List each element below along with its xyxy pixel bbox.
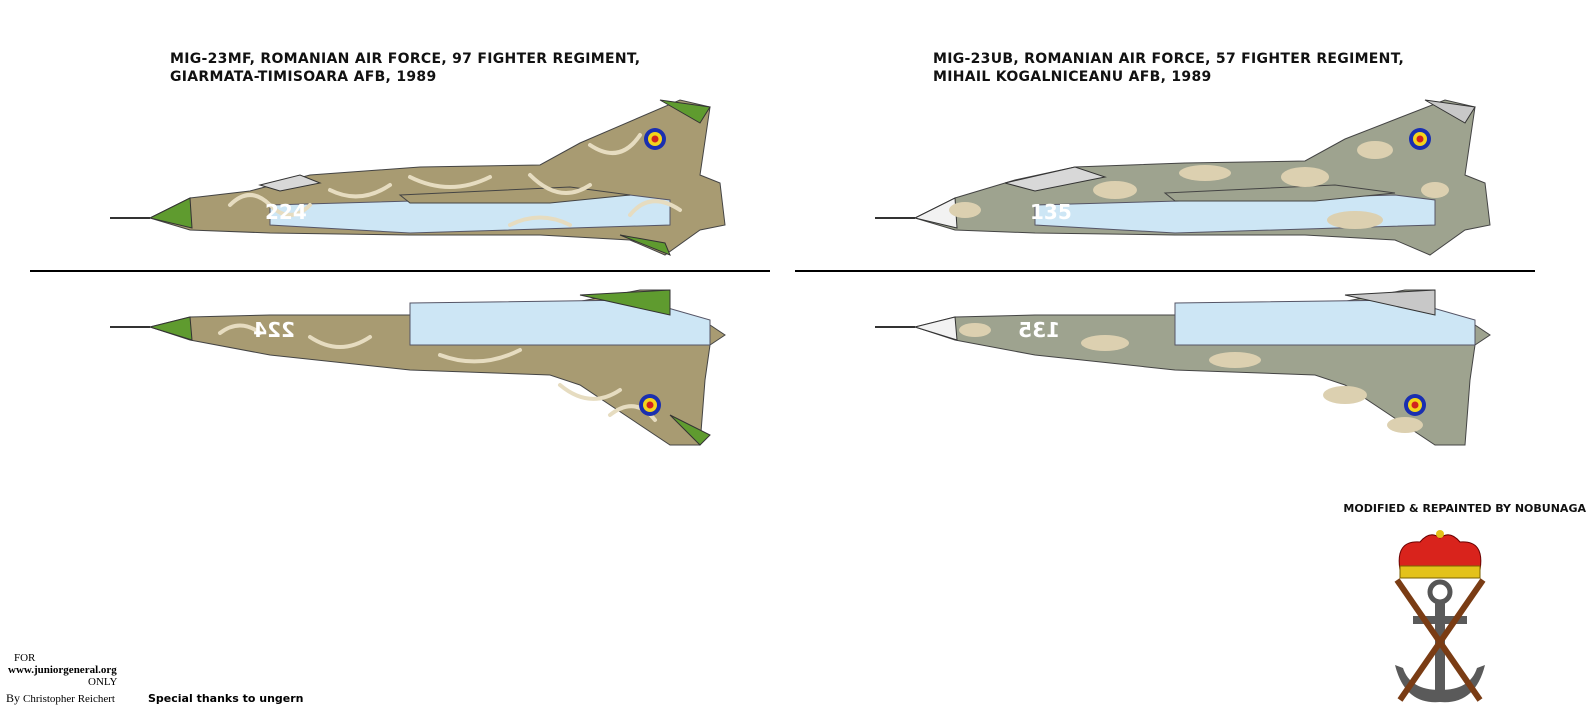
caption-line-2: GIARMATA-TIMISOARA AFB, 1989 [170, 69, 437, 85]
side-number-mirrored: 135 [1018, 318, 1060, 342]
divider-right [795, 270, 1535, 272]
divider-left [30, 270, 770, 272]
footer-author: By Christopher Reichert [6, 691, 115, 706]
roundel-icon [1409, 128, 1431, 150]
crown-anchor-emblem-icon [1394, 530, 1486, 703]
mig23ub-side-view: 135 [875, 99, 1491, 256]
mig23mf-top-view: 224 [110, 289, 726, 446]
side-number: 224 [265, 200, 307, 224]
caption-line-1: MIG-23UB, ROMANIAN AIR FORCE, 57 FIGHTER… [933, 51, 1405, 67]
roundel-icon [1404, 394, 1426, 416]
footer-thanks: Special thanks to ungern [148, 692, 304, 705]
caption-mig23mf: MIG-23MF, ROMANIAN AIR FORCE, 97 FIGHTER… [170, 50, 640, 86]
mig23mf-side-view: 224 [110, 99, 726, 256]
roundel-icon [639, 394, 661, 416]
roundel-icon [644, 128, 666, 150]
footer-by: By [6, 691, 21, 705]
footer-for: FOR [14, 652, 36, 664]
caption-line-1: MIG-23MF, ROMANIAN AIR FORCE, 97 FIGHTER… [170, 51, 641, 67]
repaint-credit: MODIFIED & REPAINTED BY NOBUNAGA [1343, 502, 1586, 515]
footer-only: ONLY [88, 676, 118, 688]
author-name: Christopher Reichert [23, 693, 115, 705]
caption-mig23ub: MIG-23UB, ROMANIAN AIR FORCE, 57 FIGHTER… [933, 50, 1404, 86]
mig23ub-top-view: 135 [875, 289, 1491, 446]
caption-line-2: MIHAIL KOGALNICEANU AFB, 1989 [933, 69, 1212, 85]
footer-site: www.juniorgeneral.org [8, 664, 117, 676]
side-number: 135 [1030, 200, 1072, 224]
side-number-mirrored: 224 [253, 318, 295, 342]
